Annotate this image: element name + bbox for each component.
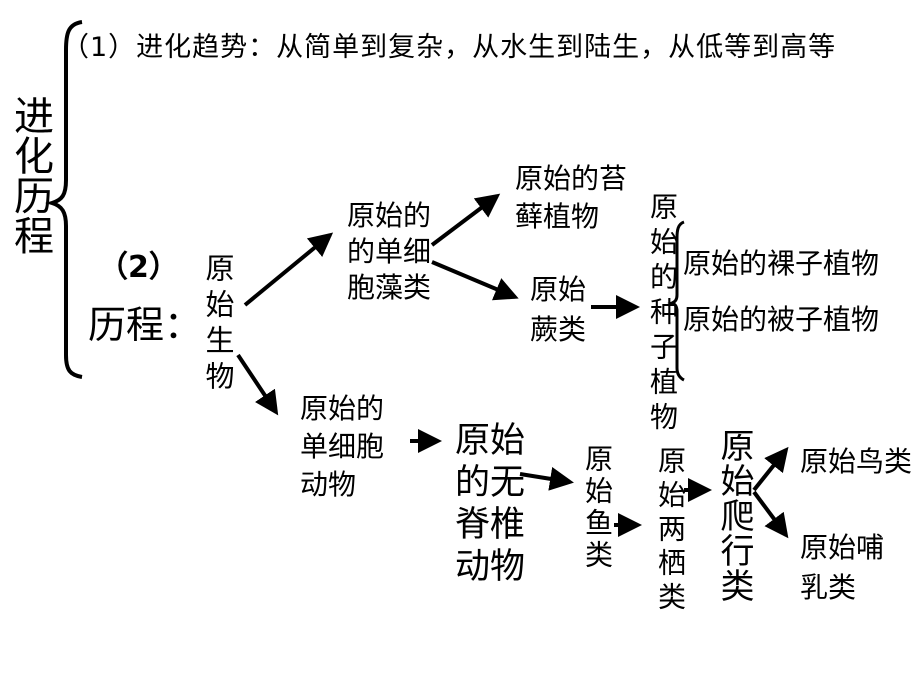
node-line: 藓植物 [515,200,600,233]
node-line: 原始的 [347,199,432,232]
arrow-reptile-mammal [752,490,789,539]
process-label: 历程： [88,303,203,347]
node-line: 原始 [530,273,587,306]
node-mammals: 原始哺 乳类 [800,528,884,608]
arrow-origin-protozoa [236,353,279,416]
node-line: 原始的 [300,392,385,425]
node-moss: 原始的苔 藓植物 [515,160,627,236]
node-line: 原始 [455,421,526,461]
title: 进化历程 [7,95,53,255]
trend-text: （1）进化趋势：从简单到复杂，从水生到陆生，从低等到高等 [62,32,837,63]
node-protozoa: 原始的 单细胞 动物 [300,390,384,504]
node-amphibians: 原始两栖类 [654,446,687,616]
node-fish: 原始鱼类 [581,444,614,572]
node-line: 的单细 [347,235,432,268]
arrow-origin-algae [243,232,334,307]
node-reptiles: 原始爬行类 [714,428,754,603]
node-seed-plants: 原始的种子植物 [646,192,679,437]
main-brace [45,20,83,379]
node-fern: 原始 蕨类 [530,270,586,350]
node-gymnosperms: 原始的裸子植物 [683,247,880,280]
node-birds: 原始鸟类 [800,445,913,478]
node-line: 的无 [455,463,526,503]
node-origin: 原始生物 [201,253,235,397]
node-line: 脊椎 [455,505,526,545]
arrow-algae-moss [430,193,501,247]
arrow-reptile-bird [752,446,789,492]
node-line: 胞藻类 [347,271,432,304]
node-line: 原始的苔 [515,162,628,195]
node-algae: 原始的 的单细 胞藻类 [347,198,431,306]
arrow-invert-fish [519,466,574,491]
node-line: 动物 [455,547,526,587]
arrow-algae-fern [431,260,519,301]
node-line: 单细胞 [300,430,385,463]
node-line: 乳类 [800,571,857,604]
node-line: 原始哺 [800,531,885,564]
node-invertebrates: 原始 的无 脊椎 动物 [455,420,525,588]
process-number: （2） [98,250,179,285]
node-line: 动物 [300,468,357,501]
seed-brace [667,220,685,382]
node-angiosperms: 原始的被子植物 [683,303,880,336]
node-line: 蕨类 [530,313,587,346]
